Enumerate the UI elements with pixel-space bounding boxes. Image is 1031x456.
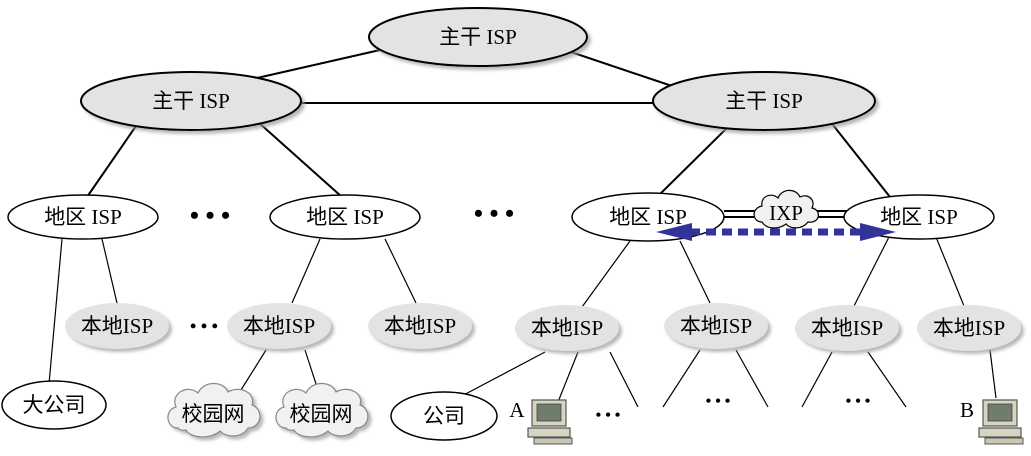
campus-network-1: 校园网 — [167, 382, 261, 438]
regional-isp-4-label: 地区 ISP — [880, 205, 958, 229]
local-isp-3-label: 本地ISP — [384, 314, 456, 338]
company: 公司 — [390, 391, 498, 441]
backbone-isp-top-label: 主干 ISP — [439, 25, 517, 49]
regional-isp-1-label: 地区 ISP — [44, 205, 122, 229]
host-b-label: B — [960, 398, 974, 422]
local-isp-2-label: 本地ISP — [243, 314, 315, 338]
ellipsis-2: • • • — [474, 199, 514, 228]
company-label: 公司 — [423, 404, 465, 428]
local-isp-6: 本地ISP — [795, 305, 899, 351]
backbone-isp-left-label: 主干 ISP — [152, 89, 230, 113]
regional-isp-3-label: 地区 ISP — [609, 205, 687, 229]
regional-isp-4: 地区 ISP — [843, 194, 995, 240]
connection-lines — [86, 49, 891, 200]
backbone-isp-right-label: 主干 ISP — [725, 89, 803, 113]
local-isp-1-label: 本地ISP — [81, 314, 153, 338]
local-isp-1: 本地ISP — [65, 303, 169, 349]
local-isp-6-label: 本地ISP — [811, 316, 883, 340]
local-isp-3: 本地ISP — [368, 303, 472, 349]
ixp-label: IXP — [769, 201, 803, 225]
campus-network-1-label: 校园网 — [182, 402, 245, 426]
ellipsis-6: • • • — [846, 393, 871, 410]
regional-isp-2-label: 地区 ISP — [306, 205, 384, 229]
big-company: 大公司 — [1, 380, 107, 430]
host-a: A — [509, 398, 573, 445]
local-isp-4: 本地ISP — [515, 305, 619, 351]
ellipsis-1: • • • — [190, 201, 230, 230]
host-a-label: A — [509, 398, 525, 422]
ixp-traffic-arrow — [656, 223, 896, 241]
computer-icon — [978, 399, 1024, 445]
local-isp-5: 本地ISP — [664, 303, 768, 349]
computer-icon — [527, 399, 573, 445]
backbone-isp-right: 主干 ISP — [652, 71, 876, 131]
local-isp-5-label: 本地ISP — [680, 314, 752, 338]
local-isp-7: 本地ISP — [917, 305, 1021, 351]
access-lines — [48, 236, 997, 408]
regional-isp-1: 地区 ISP — [7, 194, 159, 240]
backbone-isp-top: 主干 ISP — [368, 7, 588, 67]
ellipsis-5: • • • — [706, 393, 731, 410]
local-isp-7-label: 本地ISP — [933, 316, 1005, 340]
host-b: B — [960, 398, 1024, 445]
campus-network-2-label: 校园网 — [290, 402, 353, 426]
big-company-label: 大公司 — [23, 393, 86, 417]
local-isp-2: 本地ISP — [227, 303, 331, 349]
ixp-cloud: IXP — [753, 189, 819, 229]
ellipsis-3: • • • — [190, 316, 218, 336]
local-isp-4-label: 本地ISP — [531, 316, 603, 340]
regional-isp-2: 地区 ISP — [269, 194, 421, 240]
campus-network-2: 校园网 — [275, 382, 369, 438]
ellipsis-4: • • • — [596, 407, 621, 424]
regional-isp-3: 地区 ISP — [571, 192, 725, 242]
backbone-isp-left: 主干 ISP — [80, 71, 302, 131]
